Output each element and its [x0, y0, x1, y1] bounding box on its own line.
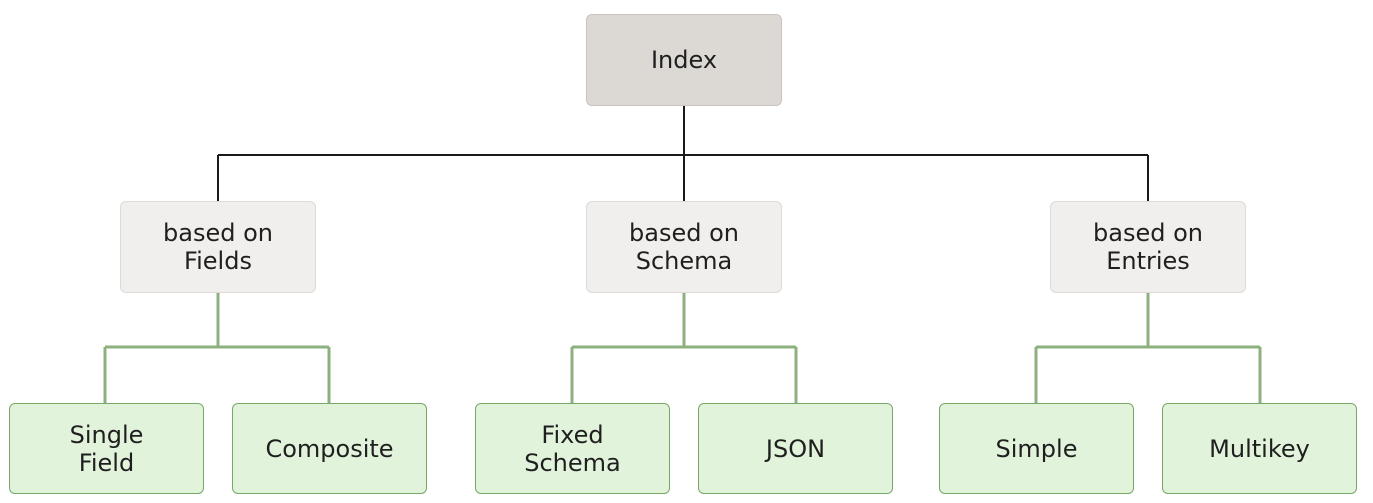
- node-index: Index: [586, 14, 782, 106]
- node-composite: Composite: [232, 403, 427, 494]
- node-multikey: Multikey: [1162, 403, 1357, 494]
- node-single-field: Single Field: [9, 403, 204, 494]
- node-json: JSON: [698, 403, 893, 494]
- node-fixed-schema: Fixed Schema: [475, 403, 670, 494]
- node-simple: Simple: [939, 403, 1134, 494]
- node-based-on-schema: based on Schema: [586, 201, 782, 293]
- node-based-on-entries: based on Entries: [1050, 201, 1246, 293]
- node-based-on-fields: based on Fields: [120, 201, 316, 293]
